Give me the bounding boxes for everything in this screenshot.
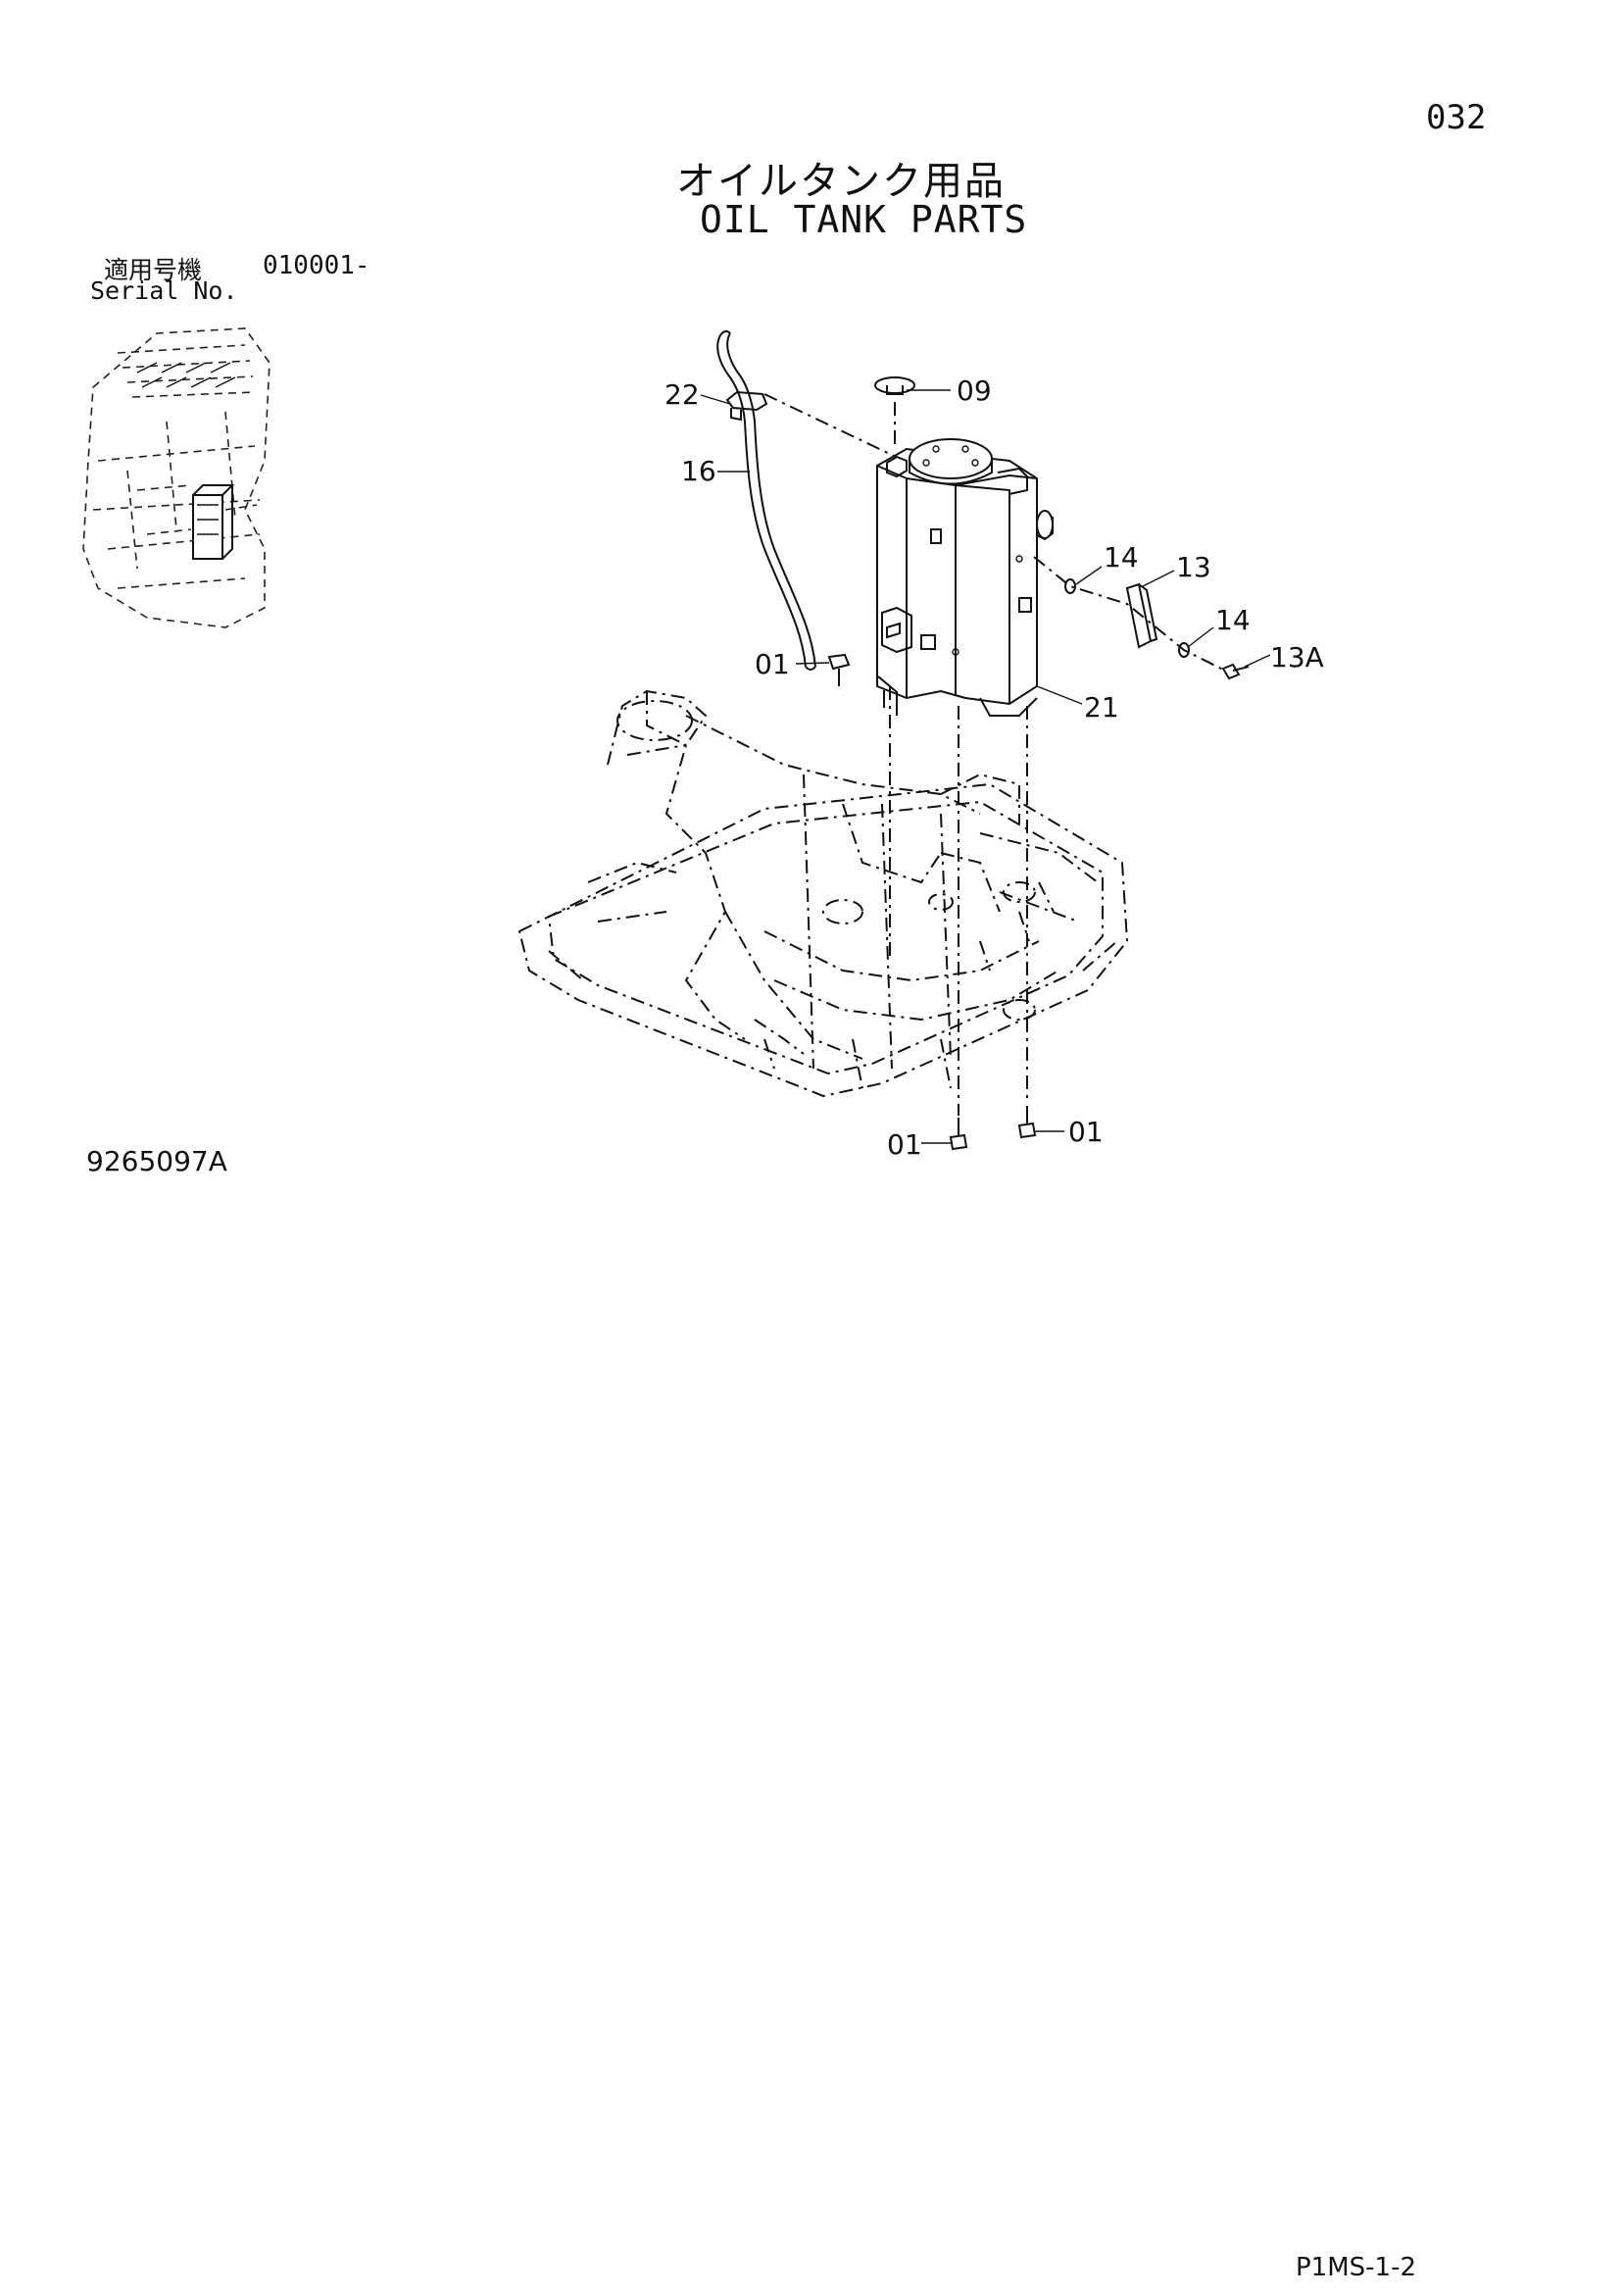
bolt-01-tank-left xyxy=(827,653,851,686)
callout-21: 21 xyxy=(1084,691,1119,724)
footer-code: P1MS-1-2 xyxy=(1296,2253,1417,2282)
callout-22: 22 xyxy=(664,378,700,411)
callout-16: 16 xyxy=(681,455,716,487)
bolt-01-bottom-right xyxy=(1017,1106,1037,1139)
serial-label-english: Serial No. xyxy=(90,276,238,305)
assembly-centerlines xyxy=(763,393,1226,1116)
callout-14-upper: 14 xyxy=(1104,541,1139,574)
callout-01-tank: 01 xyxy=(755,648,790,680)
callout-09: 09 xyxy=(957,374,992,407)
thumbnail-oil-tank-highlight xyxy=(192,494,223,560)
drawing-number: 9265097A xyxy=(86,1145,227,1177)
retainer-13 xyxy=(1125,582,1158,649)
bolt-01-bottom-center xyxy=(949,1118,968,1151)
machine-overview-thumbnail xyxy=(82,327,270,628)
bolt-13a xyxy=(1221,663,1250,680)
page-title-japanese: オイルタンク用品 xyxy=(676,159,1006,204)
callout-13a: 13A xyxy=(1270,641,1324,674)
spacer-14-upper xyxy=(1064,578,1076,594)
clamp-22 xyxy=(725,390,768,422)
page-title-english: OIL TANK PARTS xyxy=(700,198,1028,241)
oil-tank-21 xyxy=(876,438,1054,717)
serial-label-japanese: 適用号機 xyxy=(104,256,203,284)
upper-frame xyxy=(517,689,1129,1098)
page-number: 032 xyxy=(1426,98,1487,137)
callout-14-lower: 14 xyxy=(1215,604,1251,636)
leader-lines xyxy=(700,389,1271,1144)
callout-13: 13 xyxy=(1176,551,1211,583)
serial-value: 010001- xyxy=(263,251,370,280)
callout-01-bottom-center: 01 xyxy=(887,1128,922,1161)
filler-cap-09 xyxy=(874,376,915,395)
hose-16 xyxy=(716,329,816,671)
callout-01-bottom-right: 01 xyxy=(1068,1116,1104,1148)
